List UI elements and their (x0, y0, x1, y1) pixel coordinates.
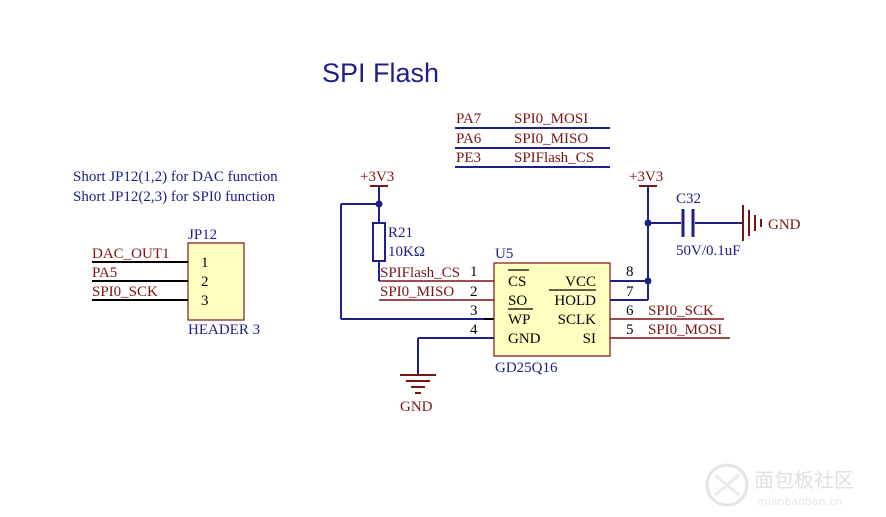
jumper-part: HEADER 3 (188, 322, 260, 338)
pin-num-7: 7 (626, 284, 634, 300)
pin-num-8: 8 (626, 264, 634, 280)
gnd-label-right: GND (768, 217, 801, 233)
pin-num-4: 4 (470, 322, 478, 338)
port-map-signal-1: SPI0_MOSI (514, 111, 588, 127)
cs-net-label: SPIFlash_CS (380, 265, 460, 281)
pin-num-6: 6 (626, 303, 634, 319)
r21-value: 10KΩ (388, 244, 425, 260)
chip-part: GD25Q16 (495, 360, 558, 376)
chip-pin-so: SO (508, 293, 527, 309)
gnd-symbol-bottom: GND (400, 374, 436, 415)
sck-net-label: SPI0_SCK (648, 303, 714, 319)
so-net-label: SPI0_MISO (380, 284, 454, 300)
mosi-net-label: SPI0_MOSI (648, 322, 722, 338)
chip-pin-vcc: VCC (565, 274, 596, 290)
port-map-port-1: PA7 (456, 111, 482, 127)
capacitor-c32-circuit: +3V3 C32 50V/0.1uF GND (629, 169, 801, 300)
chip-u5: U5 CS SO WP GND VCC HOLD SCLK SI GD25Q16 (493, 246, 611, 376)
chip-body (493, 262, 611, 357)
jumper-body (187, 242, 245, 321)
watermark-logo-icon (705, 463, 749, 507)
jumper-pin-2: 2 (201, 274, 209, 290)
chip-pin-hold: HOLD (554, 293, 596, 309)
pin-num-1: 1 (470, 264, 478, 280)
chip-pin-wp: WP (508, 312, 531, 328)
chip-pin-sclk: SCLK (558, 312, 597, 328)
jumper-pin-1: 1 (201, 255, 209, 271)
c32-ref: C32 (676, 191, 701, 207)
port-map: PA7 SPI0_MOSI PA6 SPI0_MISO PE3 SPIFlash… (455, 111, 610, 168)
watermark: 面包板社区 mianbaoban.cn (705, 463, 854, 508)
port-map-signal-3: SPIFlash_CS (514, 150, 594, 166)
chip-pin-gnd: GND (508, 331, 541, 347)
c32-value: 50V/0.1uF (676, 243, 741, 259)
schematic-title: SPI Flash (322, 58, 439, 88)
resistor-r21-circuit: +3V3 R21 10KΩ (340, 169, 484, 320)
watermark-logo-cross (714, 473, 740, 497)
r21-ref: R21 (388, 225, 413, 241)
gnd-label-bottom: GND (400, 399, 433, 415)
port-map-port-3: PE3 (456, 150, 481, 166)
jumper-net-1: DAC_OUT1 (92, 246, 170, 262)
pin-num-3: 3 (470, 303, 478, 319)
note-dac: Short JP12(1,2) for DAC function (73, 169, 278, 185)
pin-num-2: 2 (470, 284, 478, 300)
chip-pin-cs: CS (508, 274, 526, 290)
chip-ref: U5 (495, 246, 513, 262)
vcc-label-right: +3V3 (629, 169, 663, 185)
jumper-ref: JP12 (188, 227, 217, 243)
jumper-jp12: JP12 1 2 3 DAC_OUT1 PA5 SPI0_SCK HEADER … (92, 227, 260, 338)
u5-left-pins: SPIFlash_CS SPI0_MISO 1 2 3 4 (379, 264, 494, 374)
jumper-net-2: PA5 (92, 265, 117, 281)
pin-num-5: 5 (626, 322, 634, 338)
jumper-net-3: SPI0_SCK (92, 284, 158, 300)
r21-body (372, 222, 386, 262)
u5-right-pins: SPI0_SCK SPI0_MOSI 8 7 6 5 (610, 264, 730, 339)
port-map-port-2: PA6 (456, 131, 482, 147)
vcc-label-left: +3V3 (360, 169, 394, 185)
watermark-sub: mianbaoban.cn (757, 495, 842, 508)
jumper-pin-3: 3 (201, 293, 209, 309)
watermark-text: 面包板社区 (754, 468, 854, 492)
port-map-signal-2: SPI0_MISO (514, 131, 588, 147)
chip-pin-si: SI (583, 331, 596, 347)
note-spi: Short JP12(2,3) for SPI0 function (73, 189, 276, 205)
